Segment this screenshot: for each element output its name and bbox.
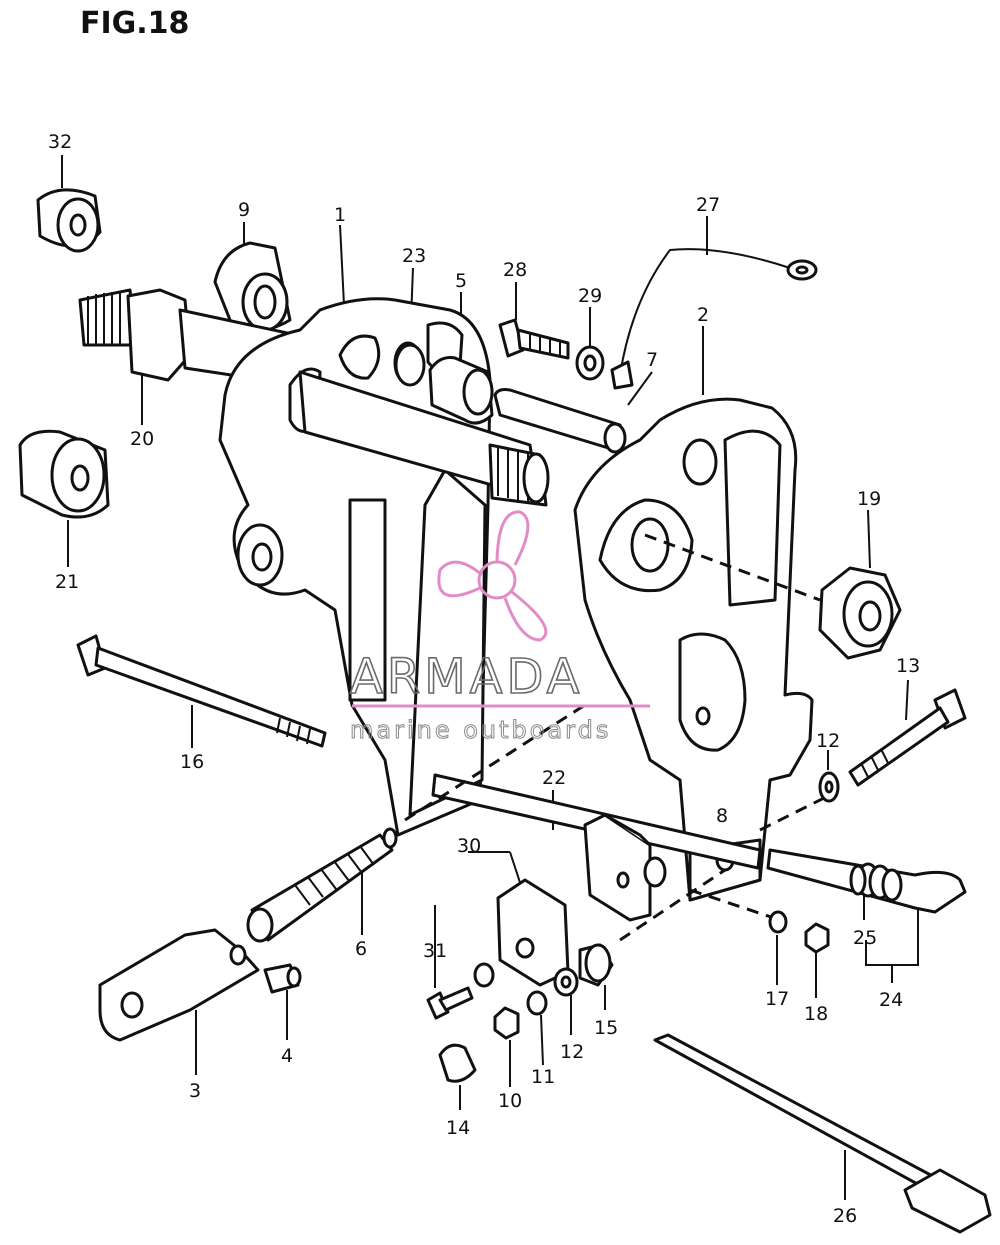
callout-12-lower: 12 — [560, 1041, 584, 1063]
callout-13: 13 — [896, 655, 920, 677]
callout-21: 21 — [55, 571, 79, 593]
part-19-lock-nut — [818, 566, 902, 660]
part-29-star-washer — [575, 345, 605, 381]
callout-4: 4 — [281, 1045, 293, 1067]
part-16-long-bolt — [76, 634, 327, 748]
part-24-bent-rod — [766, 848, 967, 914]
callout-14: 14 — [446, 1117, 470, 1139]
part-12-washer-upper — [818, 771, 840, 803]
alignment-lines — [404, 533, 831, 942]
part-26-rod — [653, 1033, 992, 1234]
tilt-tube-main — [298, 370, 550, 507]
callout-19: 19 — [857, 488, 881, 510]
part-25-spring — [849, 864, 867, 896]
part-17-washer — [768, 910, 788, 934]
part-22-stop-rod — [431, 773, 762, 922]
callout-28: 28 — [503, 259, 527, 281]
callout-26: 26 — [833, 1205, 857, 1227]
callout-5: 5 — [455, 270, 467, 292]
callout-2: 2 — [697, 304, 709, 326]
callout-20: 20 — [130, 428, 154, 450]
callout-17: 17 — [765, 988, 789, 1010]
part-15-collar — [578, 943, 614, 987]
part-5-sleeve — [428, 356, 494, 425]
part-10-nut — [493, 1006, 520, 1040]
callout-6: 6 — [355, 938, 367, 960]
callout-23: 23 — [402, 245, 426, 267]
callout-12-upper: 12 — [816, 730, 840, 752]
part-9-collar — [213, 241, 292, 332]
callout-30: 30 — [457, 835, 481, 857]
part-27-ground-wire — [610, 248, 818, 390]
part-32-bushing — [36, 188, 102, 253]
part-30-pad — [496, 878, 570, 987]
part-14-cap — [438, 1043, 477, 1083]
watermark-tagline: marine outboards — [350, 716, 611, 744]
callout-9: 9 — [238, 199, 250, 221]
part-6-adjuster — [246, 827, 398, 943]
callout-25: 25 — [853, 927, 877, 949]
callout-32: 32 — [48, 131, 72, 153]
callout-8: 8 — [716, 805, 728, 827]
callout-labels: 32 9 1 23 5 28 29 27 7 2 20 21 19 16 13 … — [48, 131, 920, 1227]
callout-16: 16 — [180, 751, 204, 773]
callout-24: 24 — [879, 989, 903, 1011]
part-4-pin — [263, 963, 302, 994]
watermark: ARMADA marine outboards — [349, 510, 650, 745]
propeller-logo — [437, 510, 548, 642]
callout-7: 7 — [646, 349, 658, 371]
callout-22: 22 — [542, 767, 566, 789]
callout-10: 10 — [498, 1090, 522, 1112]
callout-18: 18 — [804, 1003, 828, 1025]
callout-29: 29 — [578, 285, 602, 307]
part-13-bolt — [848, 688, 967, 787]
part-3-lever — [98, 928, 260, 1042]
callout-31: 31 — [423, 940, 447, 962]
part-23-washer — [394, 343, 426, 387]
part-7-pin — [493, 388, 627, 454]
callout-27: 27 — [696, 194, 720, 216]
part-11-lock-washer — [526, 990, 548, 1016]
figure-title: FIG.18 — [80, 6, 189, 41]
callout-11: 11 — [531, 1066, 555, 1088]
callout-3: 3 — [189, 1080, 201, 1102]
callout-15: 15 — [594, 1017, 618, 1039]
part-28-screw — [498, 318, 570, 360]
part-31-bolt — [426, 986, 474, 1020]
part-18-nut — [804, 922, 830, 954]
watermark-brand: ARMADA — [350, 649, 583, 705]
part-12-washer-lower — [473, 962, 579, 997]
part-21-cap-nut — [18, 429, 110, 519]
callout-1: 1 — [334, 204, 346, 226]
